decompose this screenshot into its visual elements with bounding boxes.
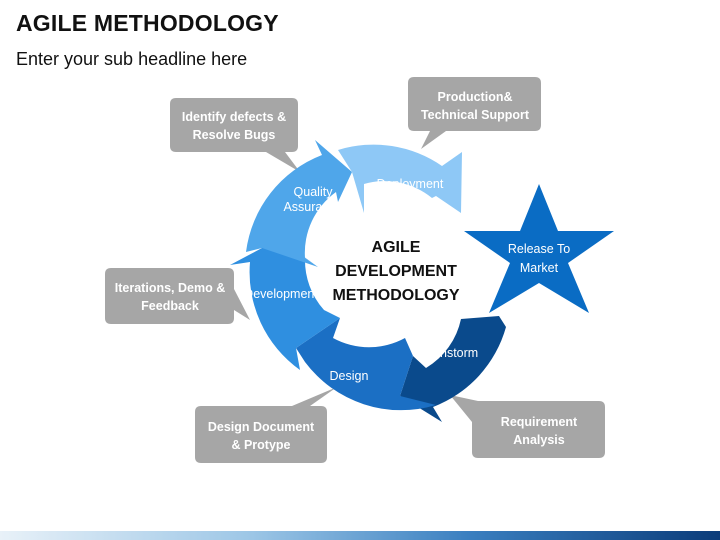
callout-production-line2: Technical Support xyxy=(421,108,530,122)
cycle-segment-deployment: Deployment xyxy=(338,144,462,213)
star-label-line2: Market xyxy=(520,261,559,275)
center-title-line2: DEVELOPMENT xyxy=(335,263,457,280)
center-title-line1: AGILE xyxy=(372,239,421,256)
center-title-line3: METHODOLOGY xyxy=(332,287,459,304)
callout-defects-line1: Identify defects & xyxy=(182,110,286,124)
footer-gradient-bar xyxy=(0,531,720,540)
callout-design-doc-line2: & Protype xyxy=(231,438,290,452)
cycle-segment-quality: Quality Assurance xyxy=(246,140,352,267)
callout-design-doc-line1: Design Document xyxy=(208,420,315,434)
segment-brainstorm-label: Brainstorm xyxy=(418,346,478,360)
cycle-segment-brainstorm: Brainstorm xyxy=(400,316,506,422)
segment-design-label: Design xyxy=(330,369,369,383)
cycle-segment-design: Design xyxy=(296,318,436,411)
segment-development-label: Development xyxy=(244,287,318,301)
segment-quality-label-line2: Assurance xyxy=(283,200,342,214)
center-title: AGILE DEVELOPMENT METHODOLOGY xyxy=(332,239,459,304)
callout-iterations-line2: Feedback xyxy=(141,299,199,313)
callout-requirement-analysis: Requirement Analysis xyxy=(450,395,605,458)
callout-identify-defects: Identify defects & Resolve Bugs xyxy=(170,98,300,172)
callout-production-line1: Production& xyxy=(438,90,513,104)
page-title: AGILE METHODOLOGY xyxy=(16,10,279,36)
star-label-line1: Release To xyxy=(508,242,570,256)
callout-requirement-line2: Analysis xyxy=(513,433,564,447)
callout-iterations-line1: Iterations, Demo & xyxy=(115,281,225,295)
segment-quality-label-line1: Quality xyxy=(294,185,334,199)
cycle-segment-development: Development xyxy=(230,233,340,370)
segment-deployment-label: Deployment xyxy=(377,177,444,191)
callout-design-document: Design Document & Protype xyxy=(195,387,337,463)
callout-requirement-line1: Requirement xyxy=(501,415,578,429)
page-subtitle: Enter your sub headline here xyxy=(16,49,248,69)
release-to-market-star: Release To Market xyxy=(464,184,614,313)
callout-defects-line2: Resolve Bugs xyxy=(193,128,276,142)
callout-iterations-feedback: Iterations, Demo & Feedback xyxy=(105,268,250,324)
callout-production-support: Production& Technical Support xyxy=(408,77,541,149)
